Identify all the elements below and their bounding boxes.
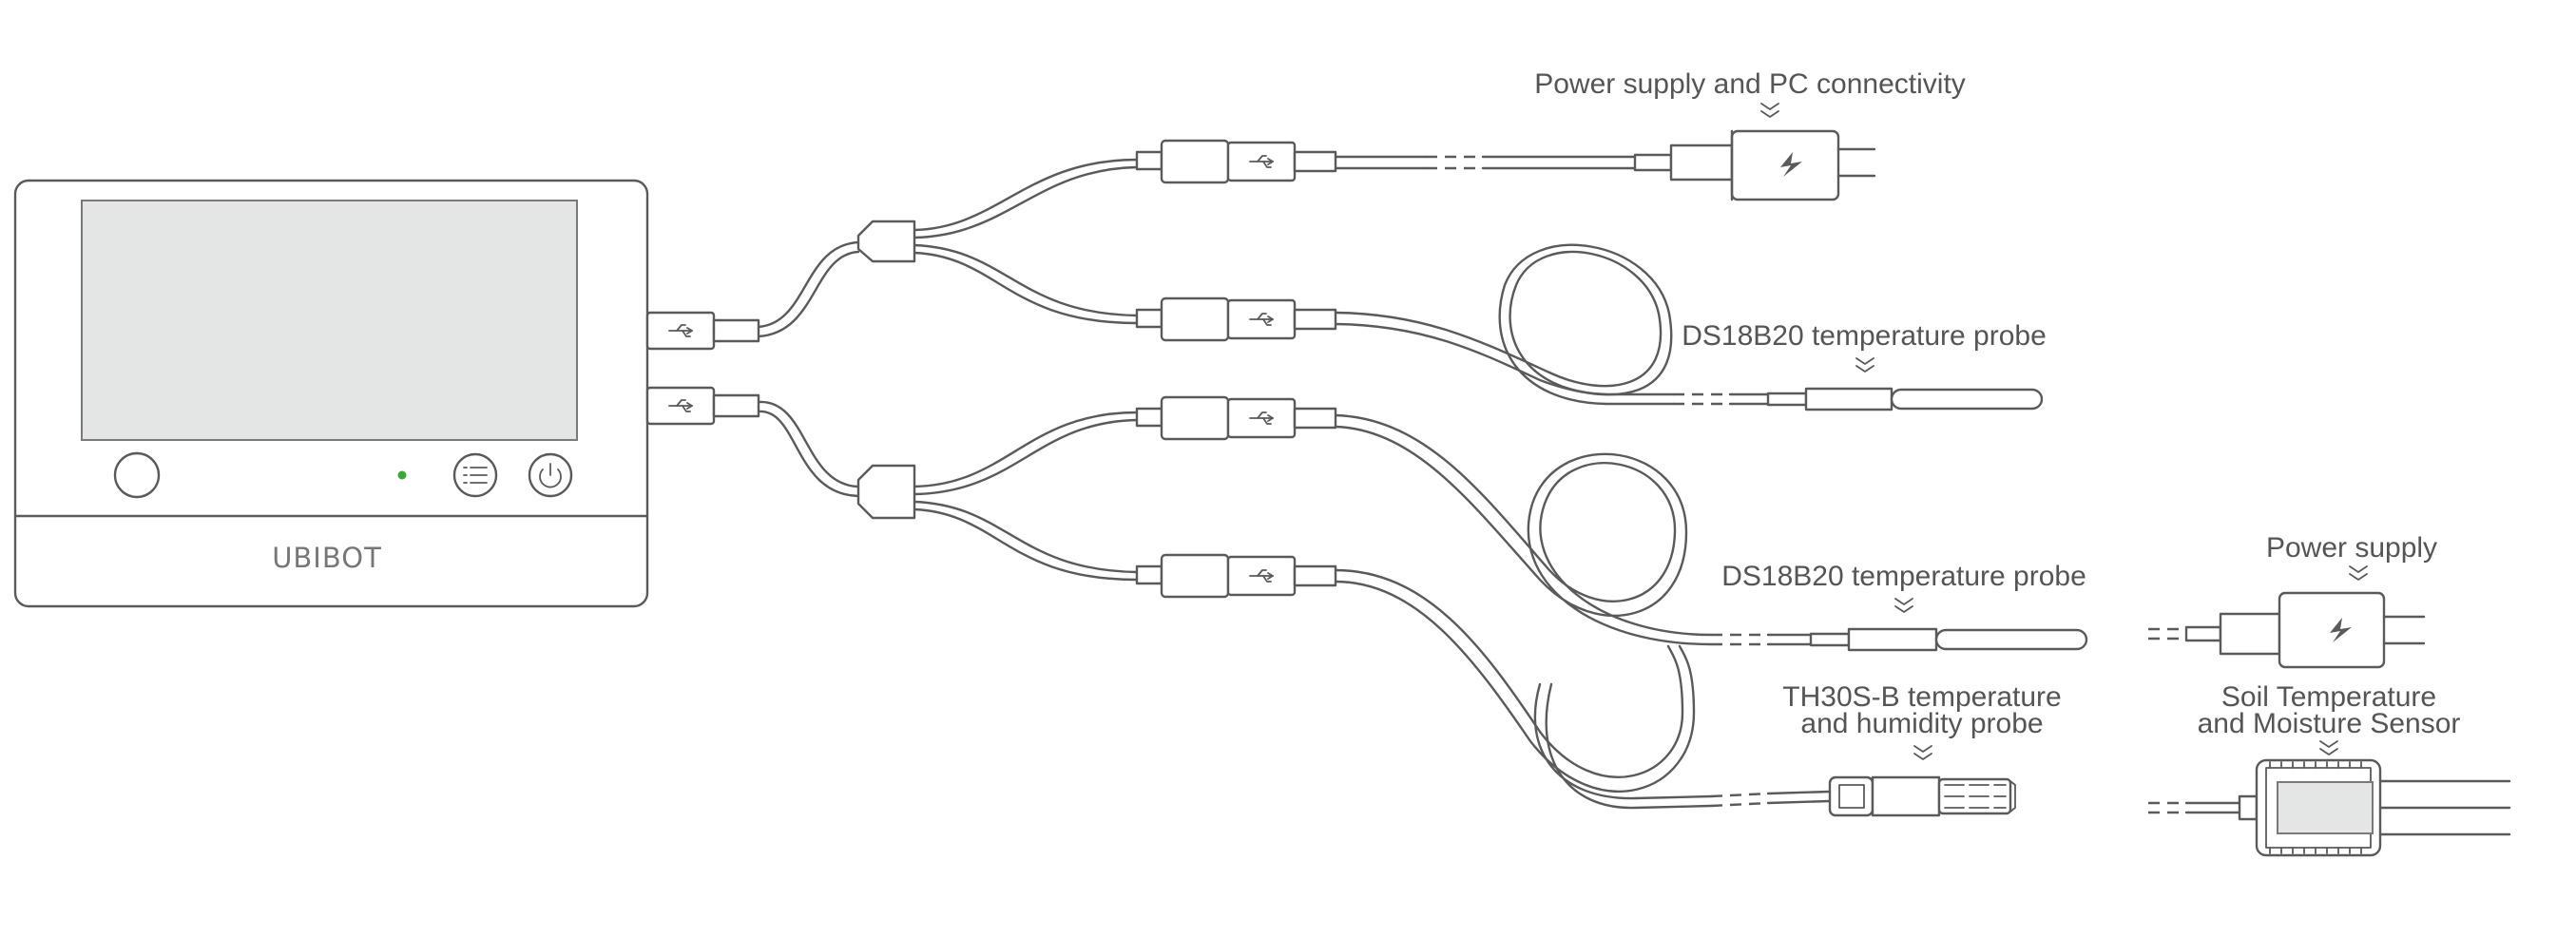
ds18b20-probe-2 (1809, 627, 2088, 652)
lightning-icon (2330, 618, 2352, 642)
chevron-down-icon (2349, 565, 2368, 581)
menu-button[interactable] (452, 452, 498, 498)
device-port-lower[interactable] (645, 386, 760, 426)
lightning-icon (1780, 152, 1802, 177)
usb-icon (1249, 313, 1274, 326)
labels: Power supply and PC connectivity DS18B20… (1534, 68, 2460, 739)
device-screen (81, 200, 578, 441)
label-probe-2: DS18B20 temperature probe (1721, 561, 2086, 592)
chevron-down-icon (2319, 740, 2338, 755)
chevron-indicators (1760, 103, 2368, 760)
status-led (397, 470, 407, 480)
label-power-supply: Power supply (2266, 532, 2437, 564)
ds18b20-probe-1 (1766, 387, 2044, 411)
chevron-down-icon (1894, 598, 1913, 613)
usb-connector-1 (1135, 139, 1337, 184)
label-probe-1: DS18B20 temperature probe (1682, 320, 2047, 352)
device-brand: UBIBOT (272, 542, 382, 574)
th30s-probe (1828, 775, 2016, 817)
usb-connector-2 (1135, 296, 1337, 342)
power-adapter-pc (1633, 129, 1876, 201)
chevron-down-icon (1913, 745, 1932, 760)
usb-icon (1249, 569, 1274, 583)
usb-icon (668, 399, 693, 412)
home-button[interactable] (113, 451, 161, 499)
label-power-pc: Power supply and PC connectivity (1534, 68, 1966, 100)
usb-icon (668, 324, 693, 337)
power-icon (539, 463, 562, 488)
chevron-down-icon (1760, 103, 1779, 118)
usb-icon (1249, 411, 1274, 425)
power-button[interactable] (528, 452, 573, 498)
splitter-lower (856, 464, 916, 520)
usb-icon (1249, 155, 1274, 168)
label-soil-line1: Soil Temperature (2221, 681, 2436, 713)
label-th30s-line2: and humidity probe (1800, 708, 2043, 739)
label-th30s-line1: TH30S-B temperature (1782, 681, 2061, 713)
usb-connector-4 (1135, 553, 1337, 599)
splitter-upper (856, 220, 916, 263)
menu-icon (463, 467, 488, 484)
cables (757, 155, 1832, 810)
chevron-down-icon (1855, 357, 1874, 373)
soil-sensor (2148, 758, 2511, 857)
power-supply-right (2148, 591, 2426, 669)
usb-connector-3 (1135, 395, 1337, 441)
ubibot-device: UBIBOT (13, 179, 649, 608)
device-port-upper[interactable] (645, 311, 760, 351)
label-soil-line2: and Moisture Sensor (2198, 708, 2461, 739)
